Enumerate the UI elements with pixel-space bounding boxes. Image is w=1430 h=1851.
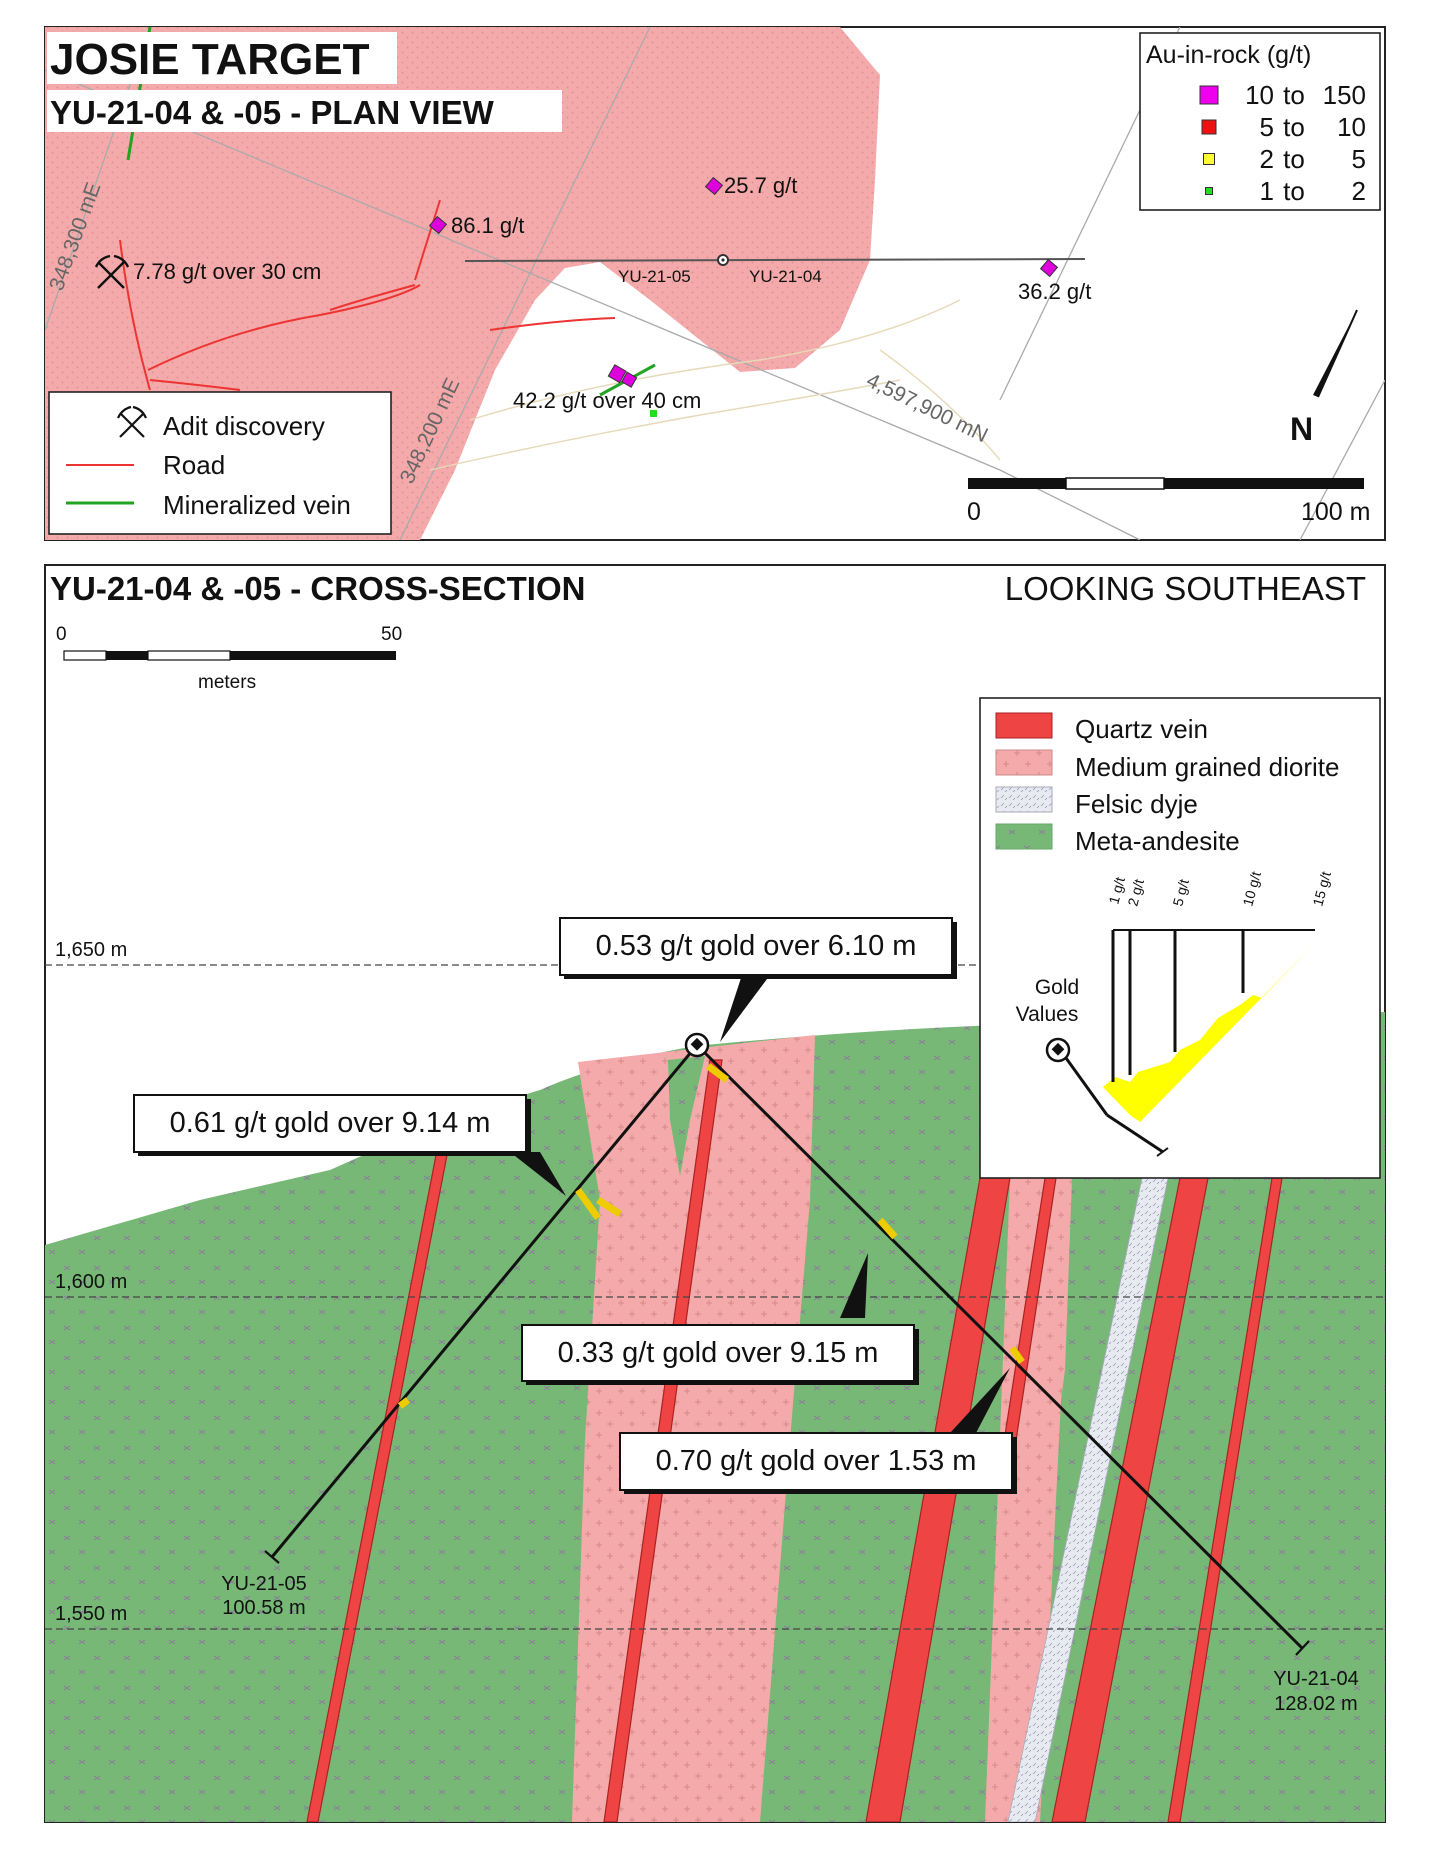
au-legend-lo: 2 [1260, 144, 1274, 174]
section-direction: LOOKING SOUTHEAST [1005, 570, 1366, 607]
sample-marker: 42.2 g/t over 40 cm [513, 364, 701, 417]
plan-scale-bar [968, 477, 1364, 490]
legend-road-label: Road [163, 450, 225, 480]
au-legend-lo: 1 [1260, 176, 1274, 206]
sample-marker: 36.2 g/t [1018, 258, 1091, 304]
callout-box: 0.53 g/t gold over 6.10 m [559, 917, 957, 979]
legend-quartz-label: Quartz vein [1075, 714, 1208, 744]
drill-label-yu-21-05: YU-21-05 [618, 267, 691, 286]
cross-section-panel: YU-21-04 & -05 - CROSS-SECTION LOOKING S… [44, 564, 1386, 1823]
drill-section-line [464, 258, 1086, 262]
sample-marker: 86.1 g/t [428, 213, 524, 238]
lithology-legend: Quartz vein Medium grained diorite Felsi… [979, 697, 1381, 1179]
au-legend-swatch [1205, 187, 1213, 195]
gold-tick-label: 2 g/t [1124, 877, 1147, 908]
gold-values-label: Values [1016, 1003, 1079, 1026]
au-legend-to: to [1283, 176, 1305, 206]
hole-depth-label: 128.02 m [1274, 1693, 1357, 1715]
callout-pointers [510, 975, 1010, 1433]
legend-swatch-andesite [995, 823, 1053, 850]
au-legend-swatch [1201, 119, 1217, 135]
au-legend-hi: 5 [1352, 144, 1366, 174]
au-legend-swatch [1199, 85, 1219, 105]
gold-values-label: Gold [1035, 976, 1079, 999]
section-scale-unit: meters [198, 672, 256, 693]
gold-tick-label: 1 g/t [1105, 875, 1128, 906]
legend-swatch-diorite [995, 749, 1053, 776]
au-legend-title: Au-in-rock (g/t) [1146, 41, 1311, 69]
callout-text: 0.70 g/t gold over 1.53 m [656, 1445, 977, 1477]
plan-scale-start: 0 [967, 498, 981, 526]
north-arrow-icon [1313, 309, 1358, 398]
adit-legend-icon [116, 405, 148, 438]
legend-vein-label: Mineralized vein [163, 490, 351, 520]
north-label: N [1290, 411, 1313, 447]
plan-subtitle: YU-21-04 & -05 - PLAN VIEW [50, 94, 495, 131]
elevation-label: 1,650 m [55, 939, 127, 961]
au-legend-to: to [1283, 144, 1305, 174]
callout-box: 0.33 g/t gold over 9.15 m [521, 1324, 919, 1385]
plan-view-panel: JOSIE TARGET YU-21-04 & -05 - PLAN VIEW … [44, 26, 1386, 541]
andesite-wedge [668, 1056, 705, 1176]
legend-diorite-label: Medium grained diorite [1075, 752, 1339, 782]
legend-swatch-quartz [995, 712, 1053, 739]
au-legend-hi: 2 [1352, 176, 1366, 206]
legend-andesite-label: Meta-andesite [1075, 826, 1240, 856]
callout-text: 0.53 g/t gold over 6.10 m [596, 930, 917, 962]
section-title: YU-21-04 & -05 - CROSS-SECTION [50, 570, 585, 607]
gold-values-collar-icon [1045, 1037, 1071, 1063]
diorite-band-east-2 [1005, 1178, 1072, 1822]
sample-label: 42.2 g/t over 40 cm [513, 388, 701, 413]
assay-bars [397, 1063, 1025, 1409]
drill-traces [264, 1043, 1310, 1656]
drill-label-yu-21-04: YU-21-04 [749, 267, 822, 286]
elevation-label: 1,600 m [55, 1271, 127, 1293]
callout-text: 0.61 g/t gold over 9.14 m [170, 1107, 491, 1139]
adit-label: 7.78 g/t over 30 cm [133, 259, 321, 284]
section-scale-end: 50 [381, 624, 402, 645]
legend-adit-label: Adit discovery [163, 411, 325, 441]
elevation-label: 1,550 m [55, 1603, 127, 1625]
gold-values-wedge [1103, 940, 1318, 1122]
callout-box: 0.70 g/t gold over 1.53 m [619, 1432, 1017, 1494]
au-legend-lo: 5 [1260, 112, 1274, 142]
au-legend-swatch [1203, 153, 1215, 165]
legend-swatch-dyke [995, 786, 1053, 813]
hole-depth-label: 100.58 m [222, 1597, 305, 1619]
sample-label: 25.7 g/t [724, 173, 797, 198]
gold-values-ticks [1106, 929, 1315, 1157]
gold-tick-label: 5 g/t [1169, 877, 1192, 908]
au-in-rock-legend: Au-in-rock (g/t) 10 to 150 5 to 10 2 to 5 1 to 2 [1139, 32, 1381, 211]
drill-collar-icon [684, 1032, 710, 1058]
section-scale-bar [63, 650, 396, 661]
symbol-legend: Adit discovery Road Mineralized vein [48, 391, 392, 535]
topo-contours [429, 299, 1001, 471]
adit-icon [94, 254, 130, 289]
callout-box: 0.61 g/t gold over 9.14 m [133, 1094, 531, 1156]
hole-name-label: YU-21-05 [221, 1573, 307, 1595]
sample-label: 86.1 g/t [451, 213, 524, 238]
au-legend-lo: 10 [1245, 80, 1274, 110]
legend-dyke-label: Felsic dyje [1075, 789, 1198, 819]
au-legend-to: to [1283, 112, 1305, 142]
section-scale-start: 0 [56, 624, 67, 645]
callout-text: 0.33 g/t gold over 9.15 m [558, 1337, 879, 1369]
au-legend-hi: 10 [1337, 112, 1366, 142]
sample-label: 36.2 g/t [1018, 279, 1091, 304]
plan-scale-end: 100 m [1301, 498, 1370, 526]
plan-title: JOSIE TARGET [50, 35, 370, 84]
au-legend-hi: 150 [1323, 80, 1366, 110]
sample-marker: 25.7 g/t [704, 173, 797, 198]
au-legend-to: to [1283, 80, 1305, 110]
hole-name-label: YU-21-04 [1273, 1668, 1359, 1690]
